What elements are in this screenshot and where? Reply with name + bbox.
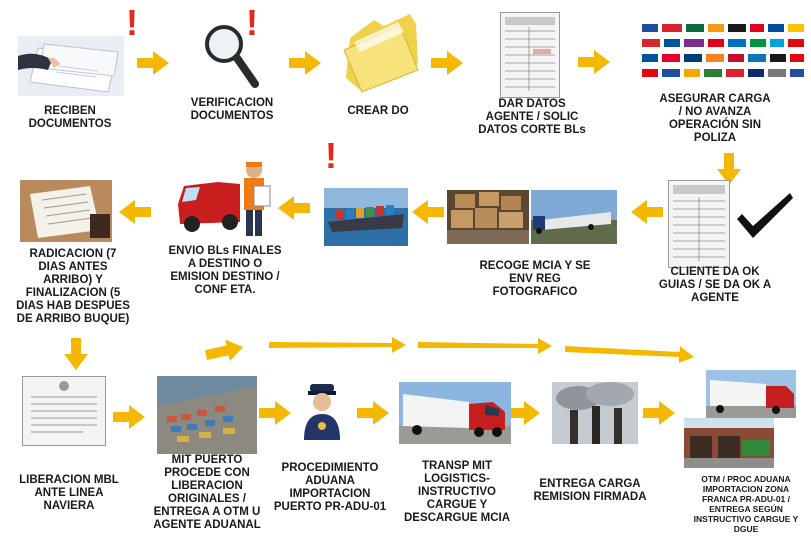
arrow-13-14 (508, 401, 540, 425)
delivery-van-image (174, 160, 276, 240)
step-label-entrega-carga: ENTREGA CARGA REMISION FIRMADA (533, 478, 647, 503)
container-ship-image (324, 188, 408, 246)
free-zone-warehouse-image (684, 418, 774, 468)
alert-icon-1: ! (126, 2, 138, 43)
step-label-procedimiento-aduana: PROCEDIMIENTO ADUANA IMPORTACION PUERTO … (273, 462, 387, 513)
insurer-logos-grid (640, 22, 808, 84)
step-label-recoge-mcia: RECOGE MCIA Y SE ENV REG FOTOGRAFICO (479, 260, 591, 298)
customs-officer-icon (300, 382, 344, 442)
arrow-3-4 (431, 51, 463, 75)
step-label-crear-do: CREAR DO (347, 105, 409, 117)
arrow-10-11 (113, 405, 145, 429)
port-aerial-image (157, 376, 257, 454)
magnifier-icon (200, 22, 262, 92)
step-label-mit-puerto: MIT PUERTO PROCEDE CON LIBERACION ORIGIN… (153, 454, 261, 531)
step-label-otm-proc-aduana: OTM / PROC ADUANA IMPORTACION ZONA FRANC… (693, 474, 799, 534)
arrow-1-2 (137, 51, 169, 75)
long-arrow-b (269, 337, 406, 353)
arrow-8-9 (119, 200, 151, 224)
step-label-verificacion-documentos: VERIFICACION DOCUMENTOS (190, 97, 274, 122)
step-label-reciben-documentos: RECIBEN DOCUMENTOS (28, 105, 112, 130)
arrow-14-15 (643, 401, 675, 425)
warehouse-boxes-image (447, 190, 529, 244)
long-arrow-c (418, 338, 552, 354)
arrow-11-12 (259, 401, 291, 425)
mbl-certificate-image (22, 376, 106, 446)
guide-document-image (668, 180, 730, 268)
step-label-transp-mit: TRANSP MIT LOGISTICS- INSTRUCTIVO CARGUE… (403, 460, 511, 524)
alert-icon-3: ! (325, 135, 337, 176)
step-label-asegurar-carga: ASEGURAR CARGA / NO AVANZA OPERACIÓN SIN… (659, 93, 771, 144)
checkmark-icon (737, 193, 793, 238)
folder-icon (340, 12, 422, 94)
red-truck-image (399, 382, 511, 444)
arrow-2-3 (289, 51, 321, 75)
arrow-8-row2 (278, 196, 310, 220)
arrow-4-5 (578, 50, 610, 74)
truck-road-image (531, 190, 617, 244)
step-label-liberacion-mbl: LIBERACION MBL ANTE LINEA NAVIERA (19, 474, 119, 512)
office-papers-image (20, 180, 112, 242)
alert-icon-2: ! (246, 2, 258, 43)
arrow-9-10 (64, 338, 88, 370)
bl-document-image (500, 12, 560, 98)
long-arrow-a (204, 339, 244, 362)
documents-hands-image (18, 36, 124, 96)
smokestacks-image (552, 382, 638, 444)
truck-image-2 (706, 370, 796, 418)
step-label-envio-bls-finales: ENVIO BLs FINALES A DESTINO O EMISION DE… (168, 245, 282, 296)
arrow-7-8 (412, 200, 444, 224)
arrow-12-13 (357, 401, 389, 425)
step-label-radicacion: RADICACION (7 DIAS ANTES ARRIBO) Y FINAL… (16, 248, 130, 325)
arrow-6-7 (631, 200, 663, 224)
step-label-dar-datos-agente: DAR DATOS AGENTE / SOLIC DATOS CORTE BLs (478, 98, 586, 136)
step-label-cliente-da-ok: CLIENTE DA OK GUIAS / SE DA OK A AGENTE (658, 266, 772, 304)
long-arrow-d (565, 346, 694, 363)
